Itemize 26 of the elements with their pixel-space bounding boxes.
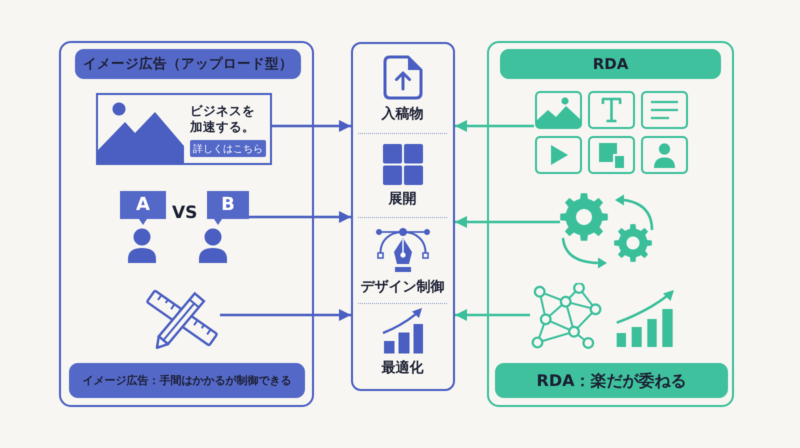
- arrow: [455, 309, 530, 321]
- arrow: [272, 120, 351, 132]
- summary-banner: RDA：楽だが委ねる: [495, 363, 728, 398]
- ad-banner: [96, 93, 272, 165]
- arrow: [455, 216, 560, 228]
- upload-ad-panel: [59, 41, 314, 407]
- section-label: 最適化: [382, 361, 424, 377]
- arrow: [455, 120, 534, 132]
- summary-banner: イメージ広告：手間はかかるが制御できる: [69, 363, 305, 398]
- asset-type-grid: [534, 90, 688, 176]
- process-column: [351, 42, 455, 391]
- speech-bubble: A: [120, 191, 166, 225]
- gears-cycle-icon: [560, 190, 656, 270]
- rda-panel: [487, 41, 734, 407]
- section-label: 展開: [388, 192, 416, 208]
- ad-headline: ビジネスを加速する。: [190, 103, 256, 136]
- cta-button: 詳しくはこちら: [190, 140, 266, 157]
- analytics-illustration: [530, 282, 676, 350]
- panel-heading: イメージ広告（アップロード型）: [75, 49, 301, 79]
- speech-bubble: B: [207, 191, 249, 225]
- versus-label: VS: [172, 203, 198, 224]
- section-label: デザイン制御: [360, 280, 444, 296]
- arrow: [220, 309, 351, 321]
- section-label: 入稿物: [382, 107, 424, 123]
- arrow: [249, 211, 351, 223]
- panel-heading: RDA: [500, 49, 721, 79]
